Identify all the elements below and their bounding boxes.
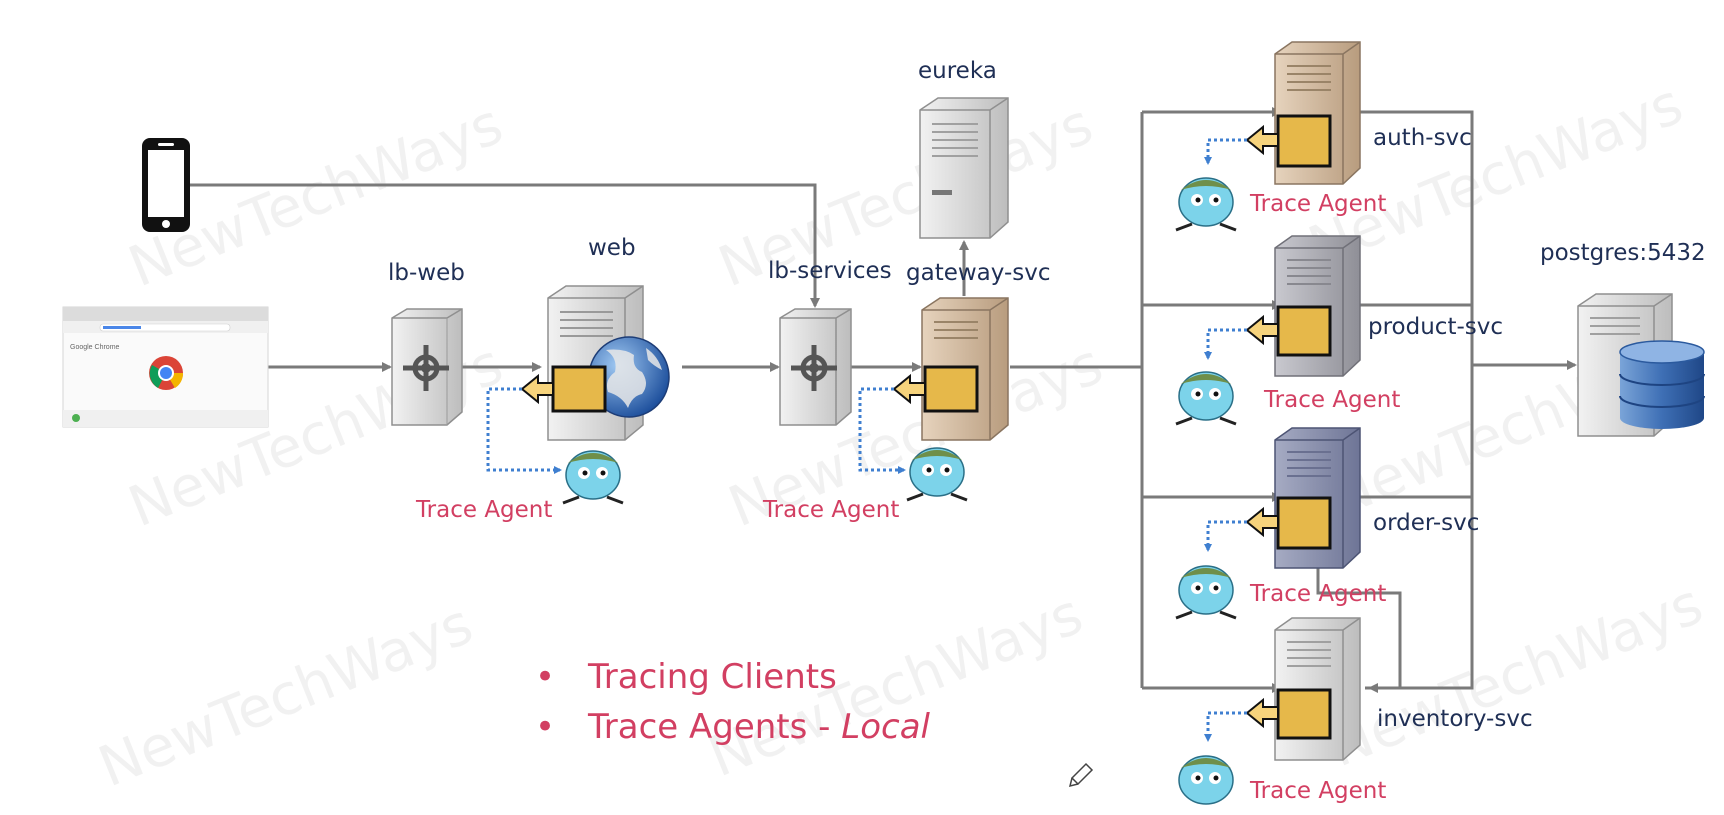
bullet-item: •Trace Agents - Local	[535, 707, 930, 747]
dotted-trace-arrows	[486, 138, 1247, 742]
trace-collector-inventory	[1245, 688, 1332, 740]
chrome-browser-icon	[62, 306, 269, 428]
inventory-svc-label: inventory-svc	[1377, 706, 1533, 732]
trace-agent-label-auth: Trace Agent	[1250, 191, 1387, 217]
service-bus-right	[1355, 110, 1474, 690]
trace-agent-gopher-icon	[1175, 565, 1237, 620]
gateway-svc-label: gateway-svc	[906, 260, 1051, 286]
trace-agent-gopher-icon	[1178, 755, 1234, 805]
trace-agent-label-product: Trace Agent	[1264, 387, 1401, 413]
trace-agent-gopher-icon	[906, 447, 968, 502]
trace-agent-gopher-icon	[1175, 371, 1237, 426]
bullet-text: Tracing Clients	[588, 657, 837, 697]
trace-agent-label-gateway: Trace Agent	[763, 497, 900, 523]
browser-brand-text: Google Chrome	[70, 344, 120, 351]
bullet-text: Trace Agents -	[588, 707, 842, 747]
order-to-inventory-arrow	[1316, 565, 1402, 693]
lb-services-label: lb-services	[768, 258, 892, 284]
mobile-phone-icon	[142, 138, 190, 232]
trace-agent-label-inventory: Trace Agent	[1250, 778, 1387, 804]
product-svc-label: product-svc	[1368, 314, 1504, 340]
trace-collector-product	[1245, 305, 1332, 357]
trace-collector-order	[1245, 496, 1332, 550]
bullet-list: •Tracing Clients •Trace Agents - Local	[530, 652, 930, 752]
lb-web-label: lb-web	[388, 260, 465, 286]
bullet-italic-text: Local	[841, 707, 930, 747]
lb-services-server-icon	[779, 308, 852, 426]
trace-agent-label-web: Trace Agent	[416, 497, 553, 523]
bullet-item: •Tracing Clients	[535, 657, 837, 697]
phone-to-lb-services-arrow	[190, 183, 820, 308]
database-icon	[1619, 340, 1705, 429]
trace-collector-gateway	[892, 365, 979, 413]
eureka-server-icon	[919, 97, 1009, 239]
lb-web-server-icon	[391, 308, 463, 426]
trace-agent-gopher-icon	[562, 450, 624, 505]
web-label: web	[588, 235, 636, 261]
auth-svc-label: auth-svc	[1373, 125, 1472, 151]
trace-agent-label-order: Trace Agent	[1250, 581, 1387, 607]
trace-collector-auth	[1245, 114, 1332, 168]
trace-collector-web	[520, 365, 607, 413]
pencil-icon	[1068, 762, 1094, 788]
order-svc-label: order-svc	[1373, 510, 1480, 536]
eureka-label: eureka	[918, 58, 997, 84]
postgres-label: postgres:5432	[1540, 240, 1706, 266]
connectors	[190, 107, 1577, 693]
trace-agent-gopher-icon	[1175, 177, 1237, 232]
globe-icon	[588, 336, 670, 418]
